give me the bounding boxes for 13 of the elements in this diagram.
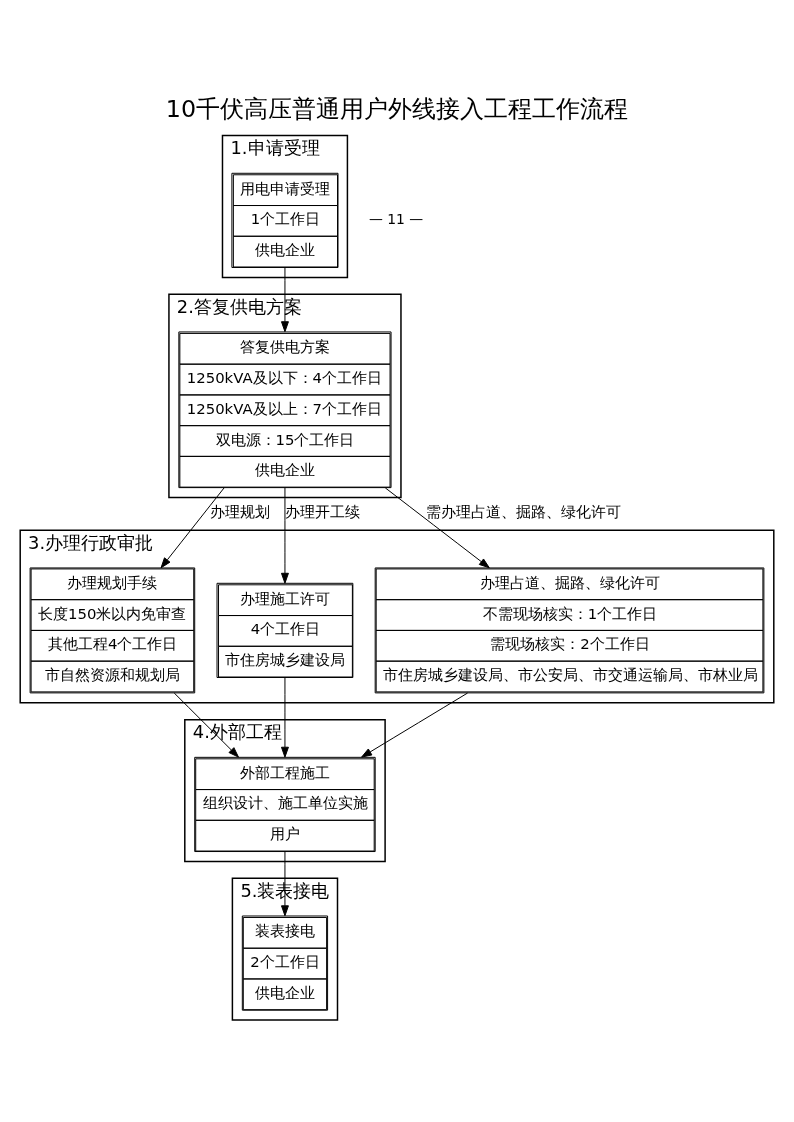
arrow <box>281 677 289 758</box>
diagram-title: 10千伏高压普通用户外线接入工程工作流程 <box>165 94 629 123</box>
arrow <box>361 692 469 758</box>
edge-label: 办理规划 <box>209 503 270 522</box>
label: — 11 — <box>368 211 424 228</box>
arrow <box>173 692 239 758</box>
arrow <box>281 267 289 333</box>
arrow <box>160 487 225 569</box>
edge-label: 办理开工续 <box>285 503 361 522</box>
arrow <box>281 487 289 584</box>
arrow <box>384 487 490 569</box>
arrow <box>281 851 289 917</box>
edge-label: 需办理占道、掘路、绿化许可 <box>426 503 622 522</box>
